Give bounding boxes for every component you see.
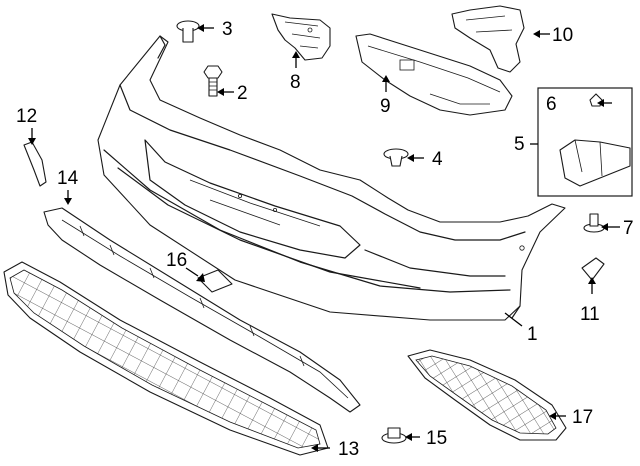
side-bracket [451,5,525,73]
callout-labels: 1 2 3 4 5 6 7 8 9 10 11 12 13 14 15 16 1… [16,19,634,460]
callout-6: 6 [546,94,557,115]
pin [581,257,605,281]
callout-7: 7 [623,218,634,239]
bumper-cover [97,35,566,321]
lower-bracket [43,207,361,413]
bolt [203,65,223,97]
callout-1: 1 [527,324,538,345]
leader-lines [28,24,620,452]
callout-3: 3 [222,19,233,40]
callout-12: 12 [16,106,37,127]
side-trim-piece [23,141,47,187]
small-clip [583,213,605,233]
callout-8: 8 [290,72,301,93]
callout-15: 15 [426,428,447,449]
mount-bracket [271,13,331,61]
side-grille [407,349,567,441]
fastener-clip [381,427,407,444]
callout-16: 16 [166,250,187,271]
callout-2: 2 [237,83,248,104]
callout-4: 4 [432,149,443,170]
callout-14: 14 [57,168,79,189]
callout-10: 10 [552,25,573,46]
callout-5: 5 [514,134,525,155]
callout-11: 11 [580,304,600,325]
callout-9: 9 [380,96,391,117]
part-5-kit-box [537,87,633,197]
callout-17: 17 [572,407,593,428]
callout-13: 13 [338,439,359,460]
push-clip [176,20,200,43]
reflector-block [197,269,233,293]
retainer-clip [383,148,409,167]
